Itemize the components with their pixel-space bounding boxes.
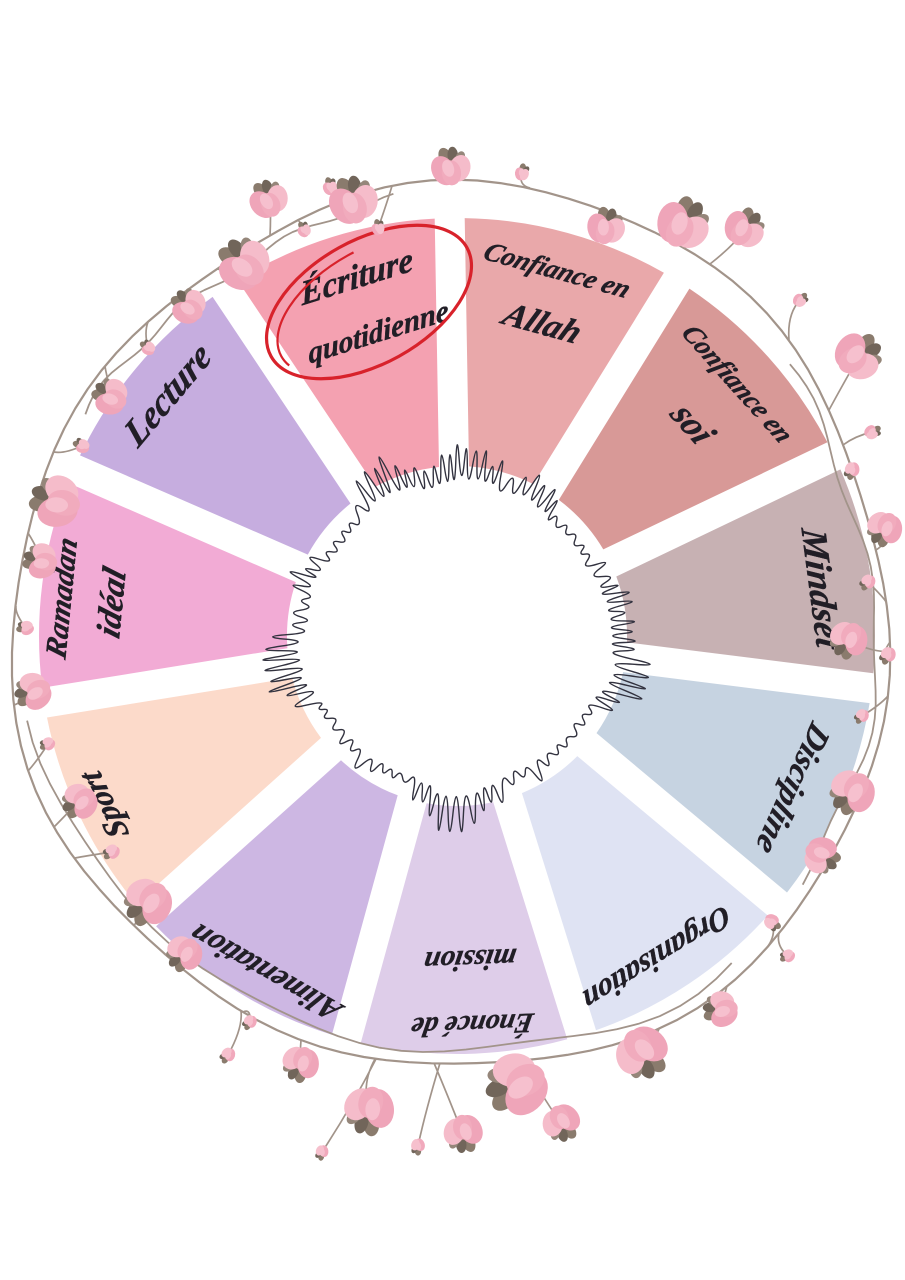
svg-text:idéal: idéal <box>90 562 133 642</box>
svg-text:mission: mission <box>421 942 518 977</box>
svg-text:Énoncé de: Énoncé de <box>409 1006 537 1042</box>
